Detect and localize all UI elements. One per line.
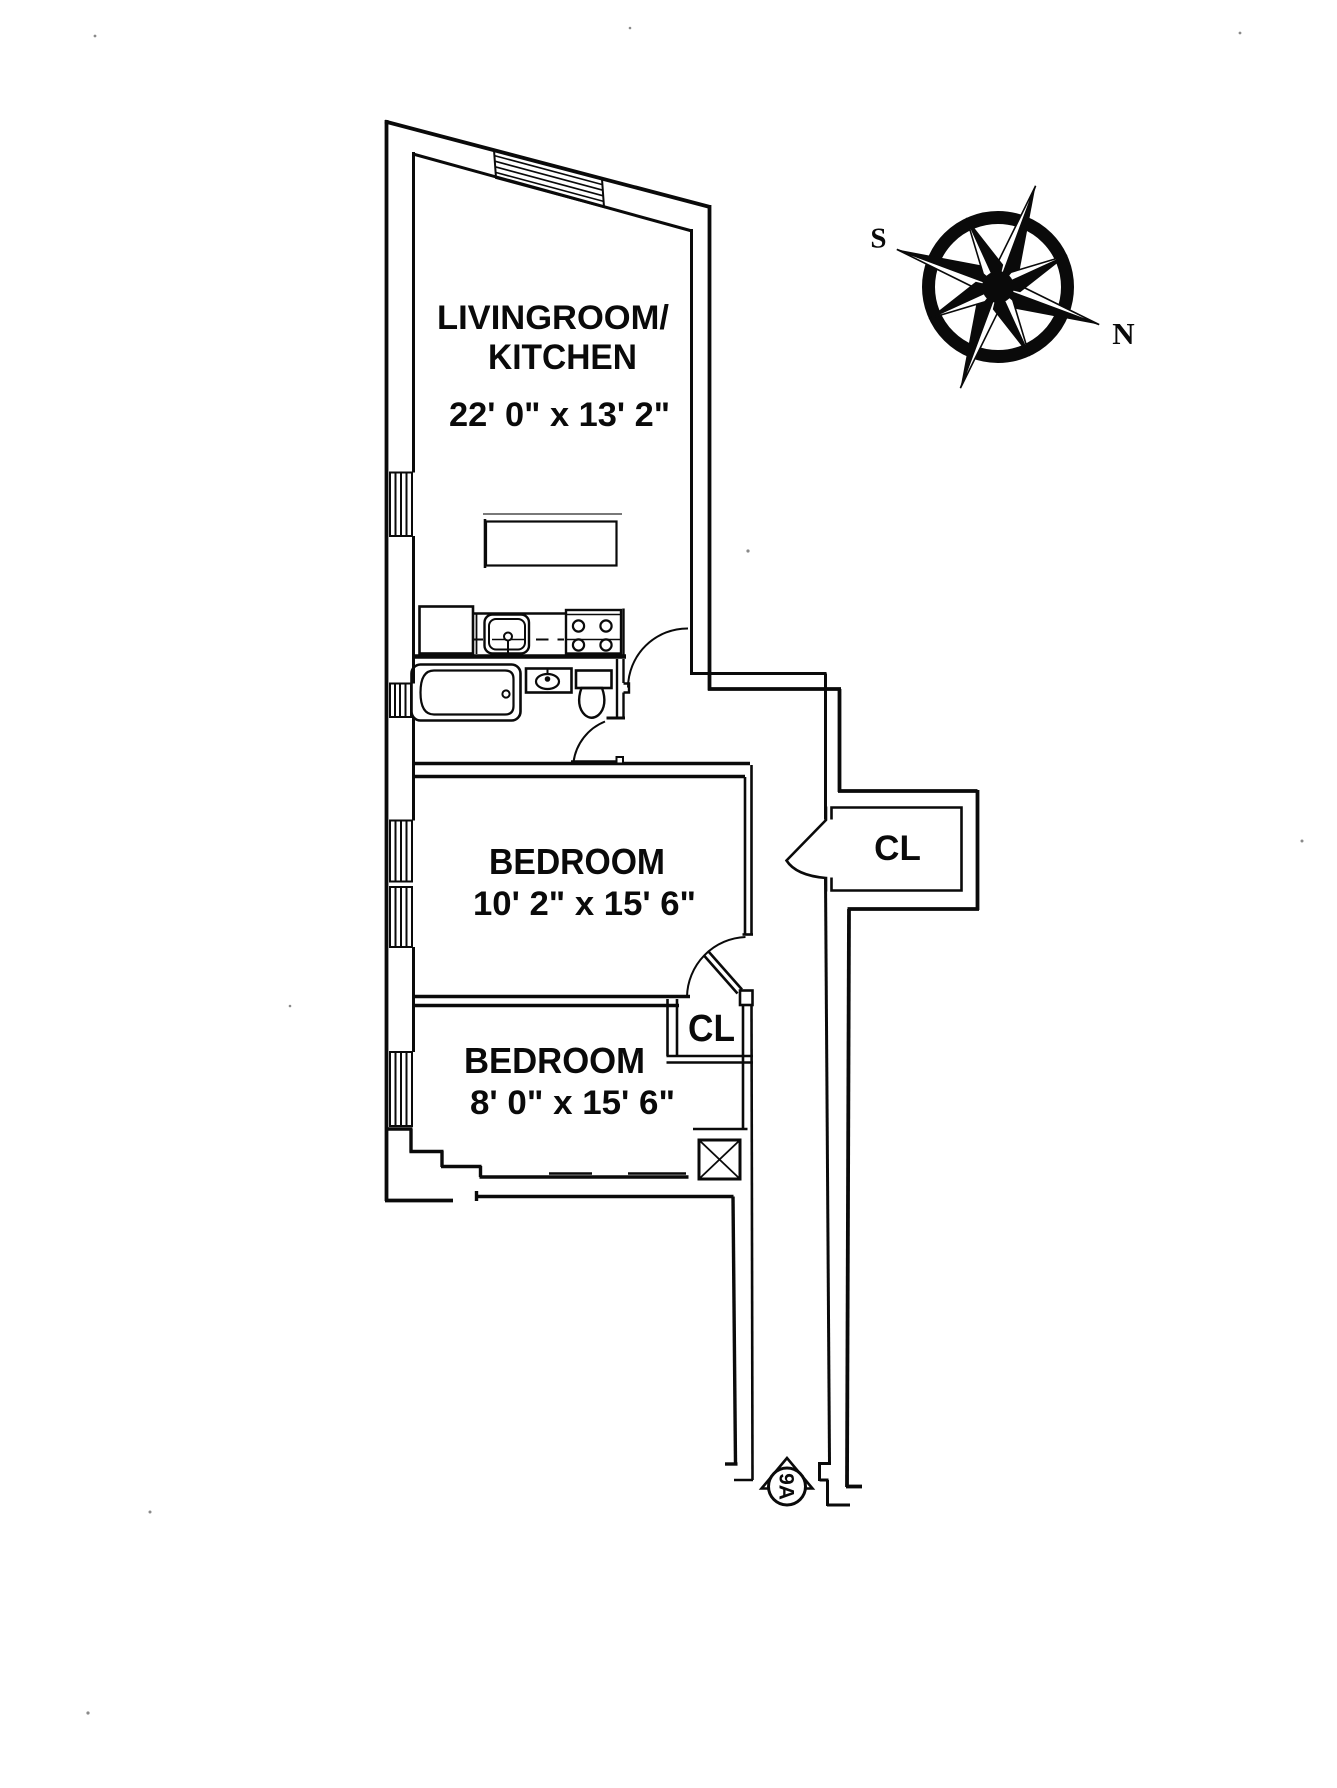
svg-text:KITCHEN: KITCHEN	[488, 338, 637, 377]
svg-text:9A: 9A	[775, 1473, 798, 1500]
svg-text:10' 2" x 15' 6": 10' 2" x 15' 6"	[473, 885, 696, 923]
svg-text:BEDROOM: BEDROOM	[489, 841, 665, 882]
svg-text:BEDROOM: BEDROOM	[464, 1040, 645, 1081]
svg-text:8' 0" x 15' 6": 8' 0" x 15' 6"	[470, 1084, 675, 1122]
svg-text:CL: CL	[688, 1008, 735, 1050]
svg-text:LIVINGROOM/: LIVINGROOM/	[437, 299, 669, 337]
svg-text:CL: CL	[874, 829, 921, 868]
svg-text:N: N	[1112, 316, 1134, 351]
svg-text:S: S	[870, 223, 886, 255]
svg-text:22' 0" x 13' 2": 22' 0" x 13' 2"	[449, 396, 670, 434]
